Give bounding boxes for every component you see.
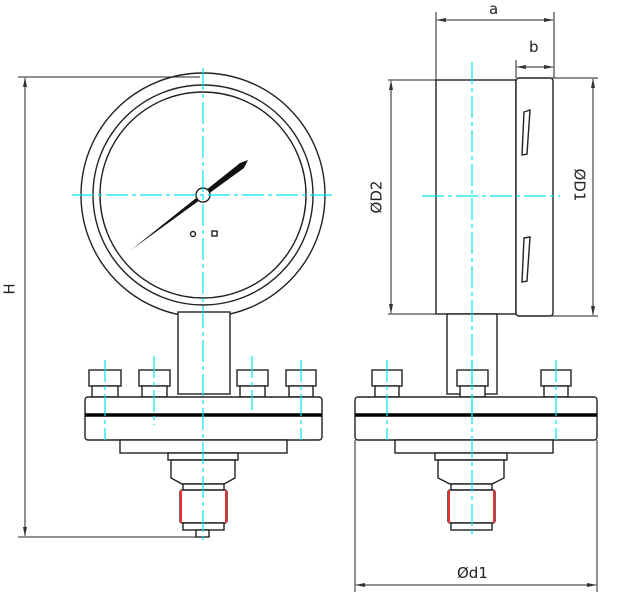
dimension-d1 — [354, 440, 598, 592]
label-H: H — [0, 283, 19, 295]
dimension-b — [515, 60, 554, 78]
label-a: a — [489, 0, 499, 18]
flange — [354, 396, 598, 441]
label-D2: ØD2 — [367, 180, 386, 214]
label-d1: Ød1 — [457, 564, 488, 582]
dimension-D2 — [388, 79, 436, 315]
front-view — [18, 68, 335, 540]
dimension-D1 — [552, 77, 598, 317]
stem — [177, 311, 231, 395]
hex-nut — [437, 459, 505, 485]
label-b: b — [529, 38, 539, 56]
dimension-a — [435, 12, 555, 80]
gauge-needle — [131, 160, 248, 250]
case-body — [435, 79, 517, 315]
side-view — [354, 12, 598, 592]
label-D1: ØD1 — [570, 168, 589, 202]
